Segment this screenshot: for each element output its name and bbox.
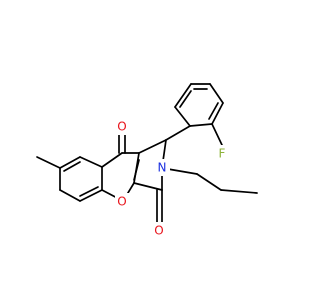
bond	[220, 189, 258, 194]
bond	[79, 189, 103, 202]
bond	[174, 106, 191, 127]
bond	[63, 161, 81, 172]
bond	[138, 139, 167, 154]
bond	[179, 90, 192, 108]
bond	[209, 83, 224, 104]
atom-labels: F O O O N	[115, 118, 230, 239]
ring-oxygen-label: O	[117, 195, 126, 209]
bond	[189, 123, 213, 127]
amide-oxygen-label: O	[154, 224, 163, 238]
bond	[133, 159, 140, 181]
ketone-oxygen-label: O	[117, 120, 126, 134]
bonds	[36, 83, 258, 224]
fluorine-label: F	[219, 147, 226, 161]
nitrogen-label: N	[158, 161, 167, 175]
bond	[174, 83, 192, 108]
bond	[165, 125, 191, 141]
bond	[59, 156, 81, 169]
bond	[211, 102, 224, 125]
bond	[59, 189, 81, 202]
bond	[36, 156, 61, 169]
bond	[133, 182, 163, 191]
bond	[208, 102, 219, 120]
bond	[79, 156, 103, 168]
bond	[196, 173, 222, 191]
molecule-structure-drawing: F O O O N	[36, 83, 258, 239]
bond	[79, 186, 99, 197]
bond	[101, 152, 123, 168]
bond	[211, 123, 223, 146]
